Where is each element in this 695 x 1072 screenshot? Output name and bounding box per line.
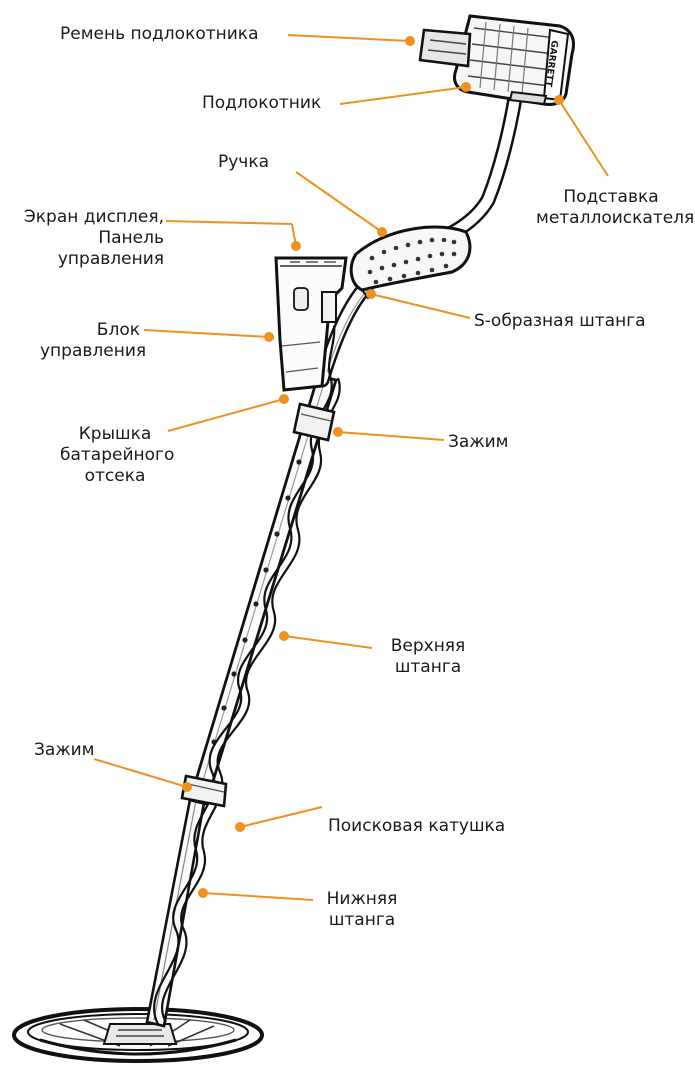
label-armrest-strap: Ремень подлокотника <box>60 24 259 45</box>
label-upper-shaft-line1: Верхняя <box>372 636 484 657</box>
leader-lines <box>94 35 608 900</box>
label-battery-cover-line2: батарейного <box>60 445 170 466</box>
label-display-line3: управления <box>4 249 164 270</box>
label-control-unit-line2: управления <box>40 341 140 362</box>
label-clamp-upper: Зажим <box>448 432 509 453</box>
dot-handle <box>377 227 387 237</box>
leader-battery-cover <box>168 399 284 431</box>
label-lower-shaft-line1: Нижняя <box>312 889 412 910</box>
upper-clamp <box>294 404 334 440</box>
label-s-shaft: S-образная штанга <box>474 311 646 332</box>
leader-detector-stand <box>559 100 608 176</box>
dot-detector-stand <box>554 95 564 105</box>
label-lower-shaft-line2: штанга <box>312 910 412 931</box>
leader-display-horizontal <box>166 221 292 224</box>
leader-armrest <box>340 87 466 104</box>
leader-s-shaft <box>371 294 470 318</box>
label-display-line1: Экран дисплея, <box>4 207 164 228</box>
dot-clamp-upper <box>333 427 343 437</box>
leader-clamp-upper <box>338 432 444 440</box>
leader-upper-shaft <box>284 636 372 648</box>
label-detector-stand-line2: металлоискателя <box>536 208 686 229</box>
dot-display <box>291 241 301 251</box>
dot-battery-cover <box>279 394 289 404</box>
label-detector-stand: Подставка металлоискателя <box>536 187 686 229</box>
armrest: GARRETT <box>420 16 574 105</box>
search-coil <box>14 1009 262 1061</box>
label-battery-cover: Крышка батарейного отсека <box>60 424 170 487</box>
label-upper-shaft-line2: штанга <box>372 657 484 678</box>
label-control-unit-line1: Блок <box>40 320 140 341</box>
label-handle: Ручка <box>218 152 269 173</box>
label-battery-cover-line1: Крышка <box>60 424 170 445</box>
label-control-unit: Блок управления <box>40 320 140 362</box>
dot-armrest <box>461 82 471 92</box>
leader-control-unit <box>144 330 269 337</box>
dot-control-unit <box>264 332 274 342</box>
label-display: Экран дисплея, Панель управления <box>4 207 164 270</box>
label-detector-stand-line1: Подставка <box>536 187 686 208</box>
dot-armrest-strap <box>405 36 415 46</box>
label-clamp-lower: Зажим <box>34 740 95 761</box>
label-armrest: Подлокотник <box>202 93 321 114</box>
leader-handle <box>296 172 382 232</box>
leader-lower-shaft <box>203 893 313 900</box>
dot-lower-shaft <box>198 888 208 898</box>
label-battery-cover-line3: отсека <box>60 466 170 487</box>
handle-grip <box>351 227 470 298</box>
label-display-line2: Панель <box>4 228 164 249</box>
leader-armrest-strap <box>288 35 410 41</box>
leader-search-coil <box>240 807 322 827</box>
label-upper-shaft: Верхняя штанга <box>372 636 484 678</box>
dot-s-shaft <box>366 289 376 299</box>
dot-clamp-lower <box>182 782 192 792</box>
label-lower-shaft: Нижняя штанга <box>312 889 412 931</box>
label-search-coil: Поисковая катушка <box>328 816 505 837</box>
dot-search-coil <box>235 822 245 832</box>
leader-clamp-lower <box>94 759 187 787</box>
dot-upper-shaft <box>279 631 289 641</box>
